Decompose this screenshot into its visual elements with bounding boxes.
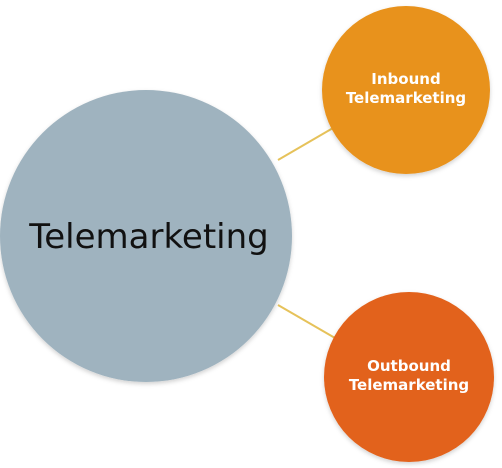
inbound-node-label-line1: Inbound [371,70,440,88]
outbound-node-label-line1: Outbound [367,357,451,375]
outbound-node-label-line2: Telemarketing [349,376,469,394]
inbound-node-circle [322,6,490,174]
outbound-node-circle [324,292,494,462]
center-node-label: Telemarketing [28,217,269,257]
inbound-node-label-line2: Telemarketing [346,89,466,107]
connector-line-inbound [277,127,334,161]
connector-line-outbound [277,304,336,339]
center-node-circle [0,90,292,382]
